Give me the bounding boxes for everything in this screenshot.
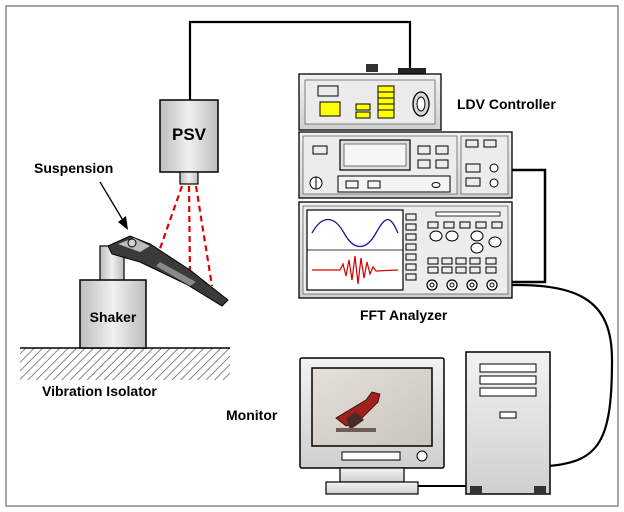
- vibration-isolator-label: Vibration Isolator: [42, 383, 157, 399]
- suspension-icon: [107, 235, 229, 307]
- psv-label: PSV: [172, 125, 207, 144]
- signal-unit-icon: [298, 131, 513, 199]
- suspension-label: Suspension: [34, 160, 113, 176]
- vibration-isolator: [20, 347, 230, 380]
- shaker-icon: Shaker: [79, 245, 147, 349]
- cable-fft-to-computer: [487, 283, 614, 468]
- shaker-label: Shaker: [90, 309, 137, 325]
- ldv-controller-icon: [298, 64, 442, 131]
- suspension-pointer: [99, 181, 128, 230]
- fft-analyzer-label: FFT Analyzer: [360, 307, 448, 323]
- cable-psv-to-ldv: [188, 20, 412, 100]
- cable-ldv-to-fft: [488, 168, 547, 284]
- monitor-icon: [299, 357, 445, 495]
- computer-tower-icon: [465, 351, 551, 495]
- laser-beams: [154, 185, 214, 287]
- monitor-label: Monitor: [226, 407, 278, 423]
- ldv-controller-label: LDV Controller: [457, 96, 556, 112]
- laser-vibrometer-icon: PSV: [159, 99, 219, 185]
- fft-analyzer-icon: [298, 201, 513, 299]
